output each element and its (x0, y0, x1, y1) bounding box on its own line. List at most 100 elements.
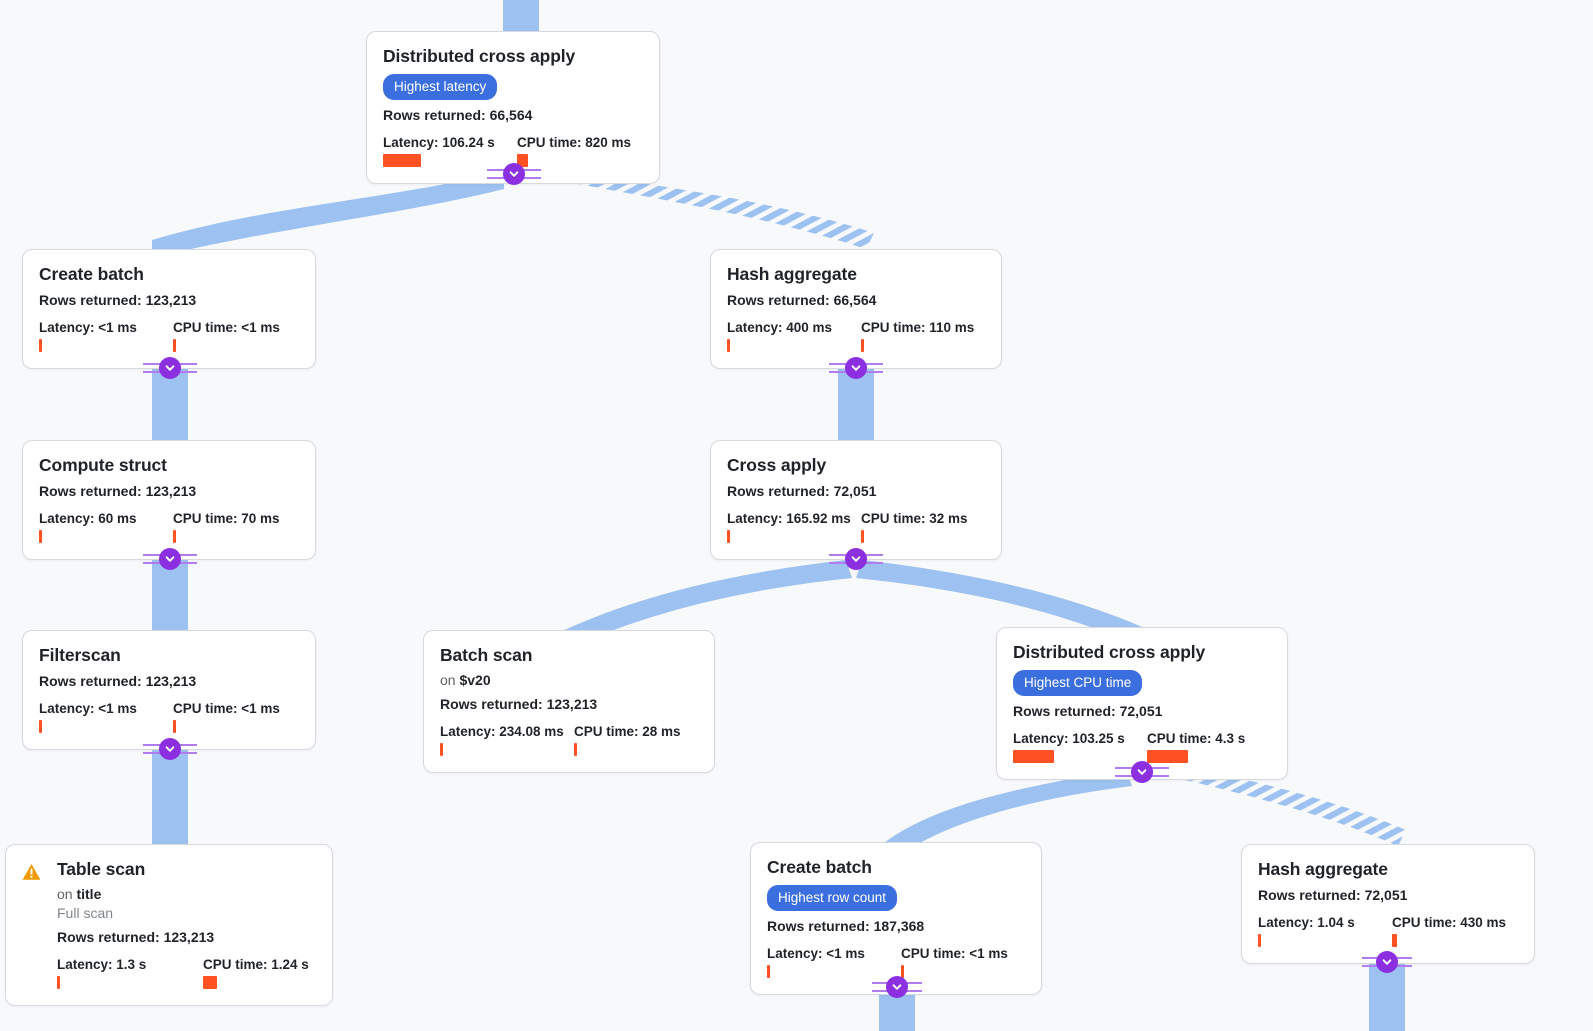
node-title: Create batch (39, 264, 144, 284)
cpu-bar (173, 719, 176, 733)
latency-metric: Latency: 103.25 s (1013, 731, 1147, 764)
node-rows-returned: Rows returned: 66,564 (727, 291, 877, 308)
latency-label: Latency: 103.25 s (1013, 731, 1125, 747)
connector-create-batch-b-out[interactable] (886, 976, 908, 998)
latency-label: Latency: <1 ms (767, 946, 865, 962)
node-rows-returned: Rows returned: 72,051 (727, 482, 877, 499)
cpu-metric: CPU time: 1.24 s (203, 957, 309, 989)
latency-bar (727, 529, 730, 543)
cpu-bar (517, 154, 528, 168)
cpu-metric: CPU time: <1 ms (173, 320, 280, 352)
node-scan-type: Full scan (57, 904, 114, 921)
cpu-metric: CPU time: 28 ms (574, 724, 681, 756)
latency-metric: Latency: 1.3 s (57, 957, 203, 989)
node-metrics: Latency: 400 ms CPU time: 110 ms (727, 320, 985, 352)
latency-bar (1013, 750, 1054, 764)
chevron-down-icon (509, 171, 519, 177)
node-metrics: Latency: <1 ms CPU time: <1 ms (767, 946, 1025, 979)
cpu-metric: CPU time: <1 ms (173, 701, 280, 733)
cpu-label: CPU time: 70 ms (173, 510, 280, 526)
hash-aggregate-bottom[interactable]: Hash aggregate Rows returned: 72,051 Lat… (1241, 844, 1535, 964)
cpu-bar (203, 975, 217, 989)
connector-filterscan-out[interactable] (159, 738, 181, 760)
node-title: Batch scan (440, 645, 533, 665)
create-batch-left[interactable]: Create batch Rows returned: 123,213 Late… (22, 249, 316, 369)
connector-dca-right-out[interactable] (1131, 761, 1153, 783)
distributed-cross-apply-right[interactable]: Distributed cross apply Highest CPU time… (996, 627, 1288, 781)
node-rows-returned: Rows returned: 123,213 (57, 928, 215, 945)
connector-create-batch-out[interactable] (159, 357, 181, 379)
batch-scan[interactable]: Batch scan on $v20 Rows returned: 123,21… (423, 630, 715, 773)
hash-aggregate-upper[interactable]: Hash aggregate Rows returned: 66,564 Lat… (710, 249, 1002, 369)
cpu-label: CPU time: 110 ms (861, 319, 975, 335)
table-scan[interactable]: Table scan on title Full scan Rows retur… (5, 844, 333, 1006)
create-batch-bottom[interactable]: Create batch Highest row count Rows retu… (750, 842, 1042, 996)
cpu-metric: CPU time: 430 ms (1392, 915, 1506, 947)
node-subtitle: on $v20 (440, 671, 491, 688)
chevron-down-icon (165, 365, 175, 371)
cpu-bar (861, 529, 864, 543)
cpu-bar (1147, 750, 1188, 764)
node-badge: Highest row count (767, 884, 898, 912)
latency-label: Latency: <1 ms (39, 319, 137, 335)
latency-bar (57, 975, 60, 989)
node-metrics: Latency: 106.24 s CPU time: 820 ms (383, 135, 643, 168)
latency-bar (1258, 933, 1261, 947)
node-title: Hash aggregate (1258, 859, 1388, 879)
cpu-bar (861, 338, 864, 352)
compute-struct[interactable]: Compute struct Rows returned: 123,213 La… (22, 440, 316, 560)
latency-bar (767, 965, 770, 979)
chevron-down-icon (851, 556, 861, 562)
node-title: Compute struct (39, 455, 167, 475)
node-title: Distributed cross apply (1013, 642, 1206, 662)
cpu-label: CPU time: 4.3 s (1147, 731, 1246, 747)
connector-compute-out[interactable] (159, 548, 181, 570)
connector-hash-agg-out[interactable] (845, 357, 867, 379)
node-rows-returned: Rows returned: 66,564 (383, 107, 533, 124)
cpu-label: CPU time: 430 ms (1392, 914, 1507, 930)
node-title: Filterscan (39, 645, 121, 665)
chevron-down-icon (1137, 769, 1147, 775)
connector-hash-agg-b-out[interactable] (1376, 951, 1398, 973)
latency-label: Latency: 106.24 s (383, 135, 495, 151)
latency-bar (39, 338, 42, 352)
node-metrics: Latency: 60 ms CPU time: 70 ms (39, 511, 299, 543)
chevron-down-icon (165, 746, 175, 752)
distributed-cross-apply-root[interactable]: Distributed cross apply Highest latency … (366, 31, 660, 185)
latency-label: Latency: <1 ms (39, 700, 137, 716)
cpu-metric: CPU time: 820 ms (517, 135, 631, 168)
cpu-label: CPU time: <1 ms (173, 319, 280, 335)
node-metrics: Latency: <1 ms CPU time: <1 ms (39, 701, 299, 733)
node-metrics: Latency: 165.92 ms CPU time: 32 ms (727, 511, 985, 543)
latency-metric: Latency: 60 ms (39, 511, 173, 543)
latency-bar (727, 338, 730, 352)
node-metrics: Latency: <1 ms CPU time: <1 ms (39, 320, 299, 352)
cross-apply[interactable]: Cross apply Rows returned: 72,051 Latenc… (710, 440, 1002, 560)
cpu-label: CPU time: 28 ms (574, 723, 681, 739)
node-title: Hash aggregate (727, 264, 857, 284)
node-subtitle: on title (57, 885, 102, 902)
cpu-metric: CPU time: 70 ms (173, 511, 280, 543)
latency-metric: Latency: <1 ms (39, 701, 173, 733)
latency-label: Latency: 60 ms (39, 510, 137, 526)
node-rows-returned: Rows returned: 187,368 (767, 918, 925, 935)
latency-bar (383, 154, 421, 168)
latency-metric: Latency: 165.92 ms (727, 511, 861, 543)
node-rows-returned: Rows returned: 72,051 (1013, 703, 1163, 720)
connector-root-out[interactable] (503, 163, 525, 185)
latency-label: Latency: 234.08 ms (440, 723, 564, 739)
filterscan[interactable]: Filterscan Rows returned: 123,213 Latenc… (22, 630, 316, 750)
latency-bar (440, 742, 443, 756)
chevron-down-icon (851, 365, 861, 371)
chevron-down-icon (1382, 959, 1392, 965)
node-title: Table scan (57, 859, 146, 879)
node-rows-returned: Rows returned: 123,213 (39, 291, 197, 308)
node-title: Distributed cross apply (383, 46, 576, 66)
latency-metric: Latency: 1.04 s (1258, 915, 1392, 947)
latency-label: Latency: 400 ms (727, 319, 833, 335)
connector-cross-apply-out[interactable] (845, 548, 867, 570)
latency-metric: Latency: 106.24 s (383, 135, 517, 168)
latency-label: Latency: 165.92 ms (727, 510, 851, 526)
